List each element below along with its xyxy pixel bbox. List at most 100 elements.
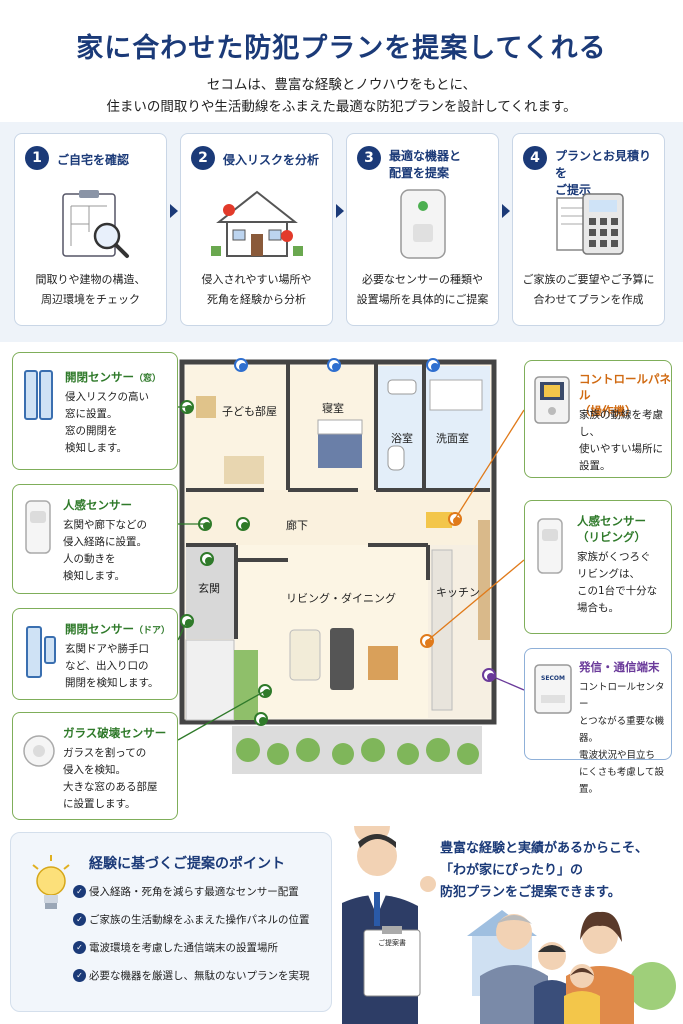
- callout-motion-sensor-living-title: 人感センサー （リビング）: [577, 513, 646, 545]
- comm-terminal-line: にくさも考慮して設置。: [579, 767, 665, 795]
- motion-sensor-icon: [25, 500, 51, 554]
- motion-sensor-living-line: 家族がくつろぐ: [577, 551, 651, 563]
- callout-control-panel-desc: 家族の動線を考慮し、 使いやすい場所に 設置。: [579, 407, 671, 475]
- step-3-title-line2: 配置を提案: [389, 166, 450, 180]
- step-3-desc-line1: 必要なセンサーの種類や: [362, 273, 483, 286]
- lightbulb-icon: [32, 855, 70, 909]
- motion-sensor-living-marker: [420, 634, 434, 648]
- step-2-title: 侵入リスクを分析: [223, 153, 320, 167]
- step-3-title-line1: 最適な機器と: [389, 149, 462, 163]
- control-panel-line: 使いやすい場所に: [579, 443, 663, 455]
- callout-motion-sensor-living: 人感センサー （リビング） 家族がくつろぐ リビングは、 この1台で十分な 場合…: [524, 500, 672, 634]
- step-3-number: 3: [357, 146, 381, 170]
- control-panel-line: 設置。: [579, 460, 611, 472]
- proposal-clipboard-label: ご提案書: [378, 939, 406, 947]
- comm-terminal-line: 電波状況や目立ち: [579, 750, 656, 761]
- callout-door-sensor-desc: 玄関ドアや勝手口 など、出入り口の 開閉を検知します。: [65, 641, 158, 692]
- window-sensor-line: 侵入リスクの高い: [65, 391, 149, 403]
- room-living-dining: リビング・ダイニング: [286, 592, 396, 605]
- motion-sensor-hall-line: 玄関や廊下などの: [63, 519, 147, 531]
- window-sensor-marker: [426, 358, 440, 372]
- sensor-device-icon: [400, 189, 446, 259]
- door-sensor-line: など、出入り口の: [65, 660, 149, 672]
- closing-section: ご提案書 豊富な経験と実績があるからこそ、 「わが家にぴったり」の 防犯プランを…: [342, 826, 683, 1024]
- window-sensor-title-main: 開閉センサー: [65, 370, 134, 384]
- step-1-desc: 間取りや建物の構造、 周辺環境をチェック: [21, 270, 160, 310]
- door-sensor-title-sub: （ドア）: [134, 626, 171, 636]
- callout-control-panel-title: コントロールパネル （操作機）: [579, 371, 671, 419]
- points-title: 経験に基づくご提案のポイント: [89, 856, 285, 872]
- step-2-number: 2: [191, 146, 215, 170]
- room-hallway: 廊下: [286, 519, 308, 532]
- motion-sensor-living-title-line1: 人感センサー: [577, 514, 646, 528]
- step-4-title-line1: プランとお見積りを: [555, 149, 652, 180]
- step-arrow-2: [336, 204, 344, 218]
- window-sensor-icon: [24, 370, 53, 420]
- step-4-desc-line1: ご家族のご要望やご予算に: [522, 273, 655, 286]
- control-panel-title-line2: （操作機）: [579, 404, 637, 418]
- house-alert-icon: [211, 190, 303, 257]
- callout-comm-terminal-title: 発信・通信端末: [579, 660, 660, 674]
- step-3-card: 3 最適な機器と 配置を提案 必要なセンサーの種類や 設置場所を具体的にご提案: [346, 133, 499, 326]
- closing-message: 豊富な経験と実績があるからこそ、 「わが家にぴったり」の 防犯プランをご提案でき…: [440, 838, 648, 904]
- step-3-desc-line2: 設置場所を具体的にご提案: [356, 293, 489, 306]
- motion-sensor-living-line: この1台で十分な: [577, 585, 658, 597]
- door-sensor-line: 開閉を検知します。: [65, 677, 159, 689]
- room-bedroom: 寝室: [322, 402, 344, 415]
- callout-door-sensor: 開閉センサー（ドア） 玄関ドアや勝手口 など、出入り口の 開閉を検知します。: [12, 608, 178, 700]
- window-sensor-line: 窓に設置。: [65, 408, 118, 420]
- glass-break-sensor-icon: [23, 735, 55, 767]
- step-2-card: 2 侵入リスクを分析 侵入されやすい場所や 死角を経験から分析: [180, 133, 333, 326]
- step-4-desc: ご家族のご要望やご予算に 合わせてプランを作成: [519, 270, 658, 310]
- subtitle-line-2: 住まいの間取りや生活動線をふまえた最適な防犯プランを設計してくれます。: [106, 99, 577, 115]
- calculator-icon: [556, 193, 624, 255]
- step-2-desc-line2: 死角を経験から分析: [207, 293, 306, 306]
- glass-sensor-line: に設置します。: [63, 798, 136, 810]
- motion-sensor-hall-line: 侵入経路に設置。: [63, 536, 147, 548]
- door-sensor-icon: [26, 626, 56, 678]
- callout-comm-terminal: SECOM 発信・通信端末 コントロールセンター とつながる重要な機器。 電波状…: [524, 648, 672, 795]
- point-item: ✓侵入経路・死角を減らす最適なセンサー配置: [73, 885, 299, 899]
- callout-motion-sensor-living-desc: 家族がくつろぐ リビングは、 この1台で十分な 場合も。: [577, 549, 657, 617]
- door-sensor-title-main: 開閉センサー: [65, 622, 134, 636]
- door-sensor-line: 玄関ドアや勝手口: [65, 643, 149, 655]
- point-item-text: 電波環境を考慮した通信端末の設置場所: [89, 942, 278, 954]
- control-panel-line: 家族の動線を考慮し、: [579, 409, 663, 438]
- glass-sensor-line: ガラスを割っての: [63, 747, 147, 759]
- step-4-desc-line2: 合わせてプランを作成: [533, 293, 644, 306]
- step-3-desc: 必要なセンサーの種類や 設置場所を具体的にご提案: [353, 270, 492, 310]
- secom-logo: SECOM: [541, 675, 565, 682]
- step-1-number: 1: [25, 146, 49, 170]
- door-sensor-marker: [180, 614, 194, 628]
- closing-line1: 豊富な経験と実績があるからこそ、: [440, 841, 649, 856]
- step-1-card: 1 ご自宅を確認 間取りや建物の構造、 周辺環境をチェック: [14, 133, 167, 326]
- control-panel-marker: [448, 512, 462, 526]
- step-2-desc: 侵入されやすい場所や 死角を経験から分析: [187, 270, 326, 310]
- motion-sensor-hall-line: 検知します。: [63, 570, 125, 582]
- comm-terminal-line: コントロールセンター: [579, 682, 665, 710]
- callout-window-sensor: 開閉センサー（窓） 侵入リスクの高い 窓に設置。 窓の開閉を 検知します。: [12, 352, 178, 470]
- page-title: 家に合わせた防犯プランを提案してくれる: [76, 33, 607, 64]
- check-icon: ✓: [73, 969, 86, 982]
- comm-terminal-icon: [534, 664, 572, 714]
- window-sensor-line: 窓の開閉を: [65, 425, 118, 437]
- callout-glass-sensor-title: ガラス破壊センサー: [63, 726, 167, 740]
- callout-motion-sensor-hall-title: 人感センサー: [63, 498, 132, 512]
- check-icon: ✓: [73, 885, 86, 898]
- point-item-text: 侵入経路・死角を減らす最適なセンサー配置: [89, 886, 299, 898]
- step-arrow-3: [502, 204, 510, 218]
- callout-control-panel: コントロールパネル （操作機） 家族の動線を考慮し、 使いやすい場所に 設置。: [524, 360, 672, 478]
- callout-glass-sensor-desc: ガラスを割っての 侵入を検知。 大きな窓のある部屋 に設置します。: [63, 745, 158, 813]
- window-sensor-marker: [327, 358, 341, 372]
- glass-sensor-marker: [254, 712, 268, 726]
- step-4-title: プランとお見積りを ご提示: [555, 148, 658, 199]
- motion-sensor-living-line: 場合も。: [577, 602, 619, 614]
- point-item-text: ご家族の生活動線をふまえた操作パネルの位置: [89, 914, 310, 926]
- check-icon: ✓: [73, 913, 86, 926]
- control-panel-title-line1: コントロールパネル: [579, 372, 671, 402]
- motion-sensor-hall-line: 人の動きを: [63, 553, 116, 565]
- floor-plan: [168, 350, 514, 780]
- comm-terminal-marker: [482, 668, 496, 682]
- step-4-number: 4: [523, 146, 547, 170]
- step-4-card: 4 プランとお見積りを ご提示 ご家族のご要望やご予算に 合わせてプランを作成: [512, 133, 665, 326]
